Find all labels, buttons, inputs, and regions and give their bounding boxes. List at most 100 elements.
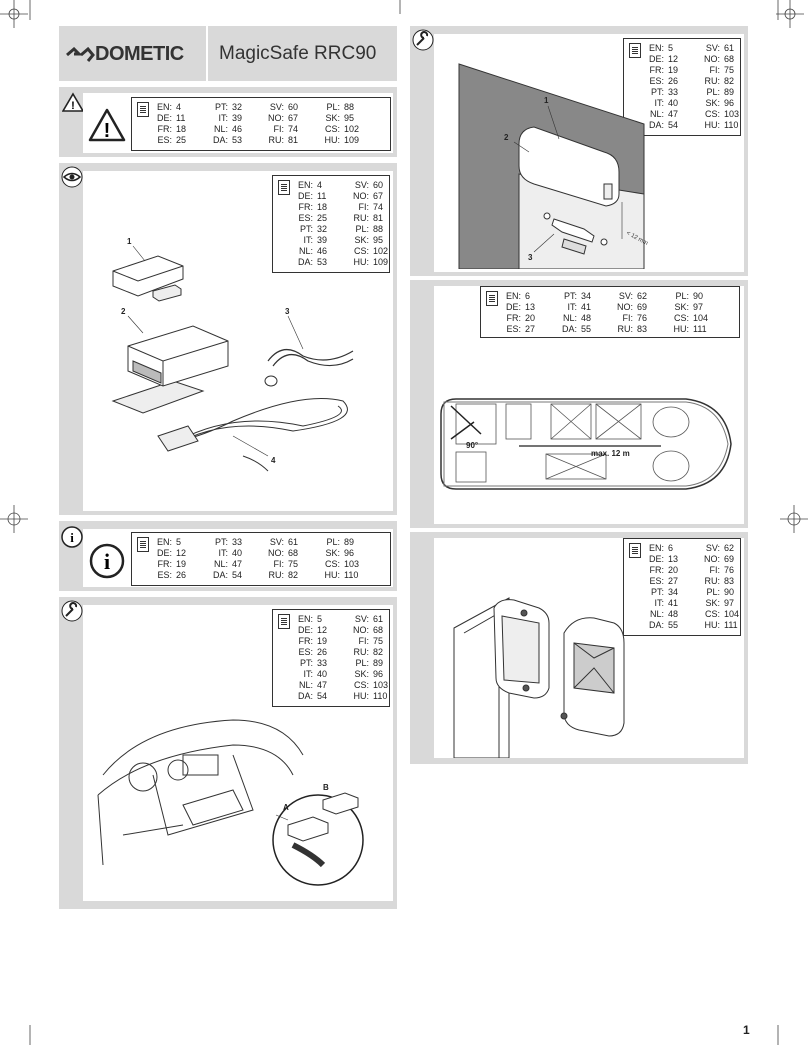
language-code: CS: xyxy=(673,313,689,323)
language-code: SV: xyxy=(354,180,369,190)
language-entry: DA:55 xyxy=(640,620,690,631)
label-1: 1 xyxy=(544,96,549,105)
language-code: EN: xyxy=(156,537,172,547)
language-entry: FR:18 xyxy=(148,124,198,135)
language-entry: DA:54 xyxy=(204,570,254,581)
language-code: DE: xyxy=(156,548,172,558)
language-code: NL: xyxy=(213,124,228,134)
page-reference: 47 xyxy=(668,109,679,119)
language-code: SK: xyxy=(674,302,689,312)
language-entry: SV:60 xyxy=(345,180,395,191)
page-reference: 34 xyxy=(581,291,592,301)
page-reference: 55 xyxy=(581,324,592,334)
page-reference: 39 xyxy=(232,113,243,123)
page-reference: 109 xyxy=(344,135,360,145)
language-code: DA: xyxy=(648,620,664,630)
section-1: ! 1 ! EN:4DE:11FR:18ES:25PT:32IT:39NL:46… xyxy=(59,87,397,157)
document-icon xyxy=(486,291,498,306)
language-code: EN: xyxy=(297,180,313,190)
language-code: NL: xyxy=(298,246,313,256)
language-code: HU: xyxy=(324,570,341,580)
page-reference: 76 xyxy=(637,313,648,323)
page-number: 1 xyxy=(743,1023,750,1037)
language-code: HU: xyxy=(353,691,370,701)
page-reference: 32 xyxy=(317,224,328,234)
language-entry: HU:111 xyxy=(696,620,746,631)
language-code: FR: xyxy=(298,636,314,646)
language-entry: EN:5 xyxy=(289,614,339,625)
language-code: NO: xyxy=(703,554,720,564)
language-entry: FR:19 xyxy=(148,559,198,570)
language-code: DA: xyxy=(212,135,228,145)
page-reference: 19 xyxy=(317,636,328,646)
language-entry: FI:75 xyxy=(345,636,395,647)
document-icon xyxy=(137,102,149,117)
language-code: DA: xyxy=(297,257,313,267)
language-entry: PL:90 xyxy=(665,291,715,302)
language-code: NL: xyxy=(298,680,313,690)
language-code: CS: xyxy=(353,246,369,256)
page-reference: 5 xyxy=(317,614,323,624)
page-reference: 48 xyxy=(581,313,592,323)
language-code: NO: xyxy=(616,302,633,312)
info-icon: i xyxy=(61,526,83,548)
language-code: HU: xyxy=(353,257,370,267)
language-entry: FR:20 xyxy=(640,565,690,576)
language-entry: SV:60 xyxy=(260,102,310,113)
language-entry: ES:25 xyxy=(148,135,198,146)
max-distance-label: max. 12 m xyxy=(591,449,630,458)
page-reference: 61 xyxy=(724,43,735,53)
language-entry: CS:104 xyxy=(696,609,746,620)
language-code: FI: xyxy=(622,313,634,323)
language-entry: PT:32 xyxy=(204,102,254,113)
page-reference: 97 xyxy=(693,302,704,312)
language-entry: FR:20 xyxy=(497,313,547,324)
page-reference: 110 xyxy=(373,691,388,701)
language-entry: NO:67 xyxy=(345,191,395,202)
language-code: PT: xyxy=(650,587,664,597)
language-entry: NO:68 xyxy=(696,54,746,65)
language-entry: FI:76 xyxy=(696,565,746,576)
language-entry: HU:109 xyxy=(316,135,366,146)
page-reference: 67 xyxy=(373,191,384,201)
page-reference: 81 xyxy=(288,135,299,145)
page-reference: 89 xyxy=(344,537,355,547)
language-entry: ES:26 xyxy=(289,647,339,658)
language-entry: CS:102 xyxy=(345,246,395,257)
page-reference: 68 xyxy=(373,625,384,635)
language-code: RU: xyxy=(704,76,721,86)
language-entry: PL:89 xyxy=(345,658,395,669)
language-code: ES: xyxy=(298,647,313,657)
language-code: ES: xyxy=(649,76,664,86)
page-reference: 18 xyxy=(317,202,328,212)
label-4: 4 xyxy=(271,456,276,465)
language-code: PL: xyxy=(355,224,369,234)
page-reference: 74 xyxy=(373,202,384,212)
page-reference: 12 xyxy=(668,54,679,64)
language-code: ES: xyxy=(506,324,521,334)
language-entry: DA:55 xyxy=(553,324,603,335)
angle-label: 90° xyxy=(466,441,478,450)
components-illustration: 1 2 3 4 xyxy=(111,237,354,472)
language-entry: NL:48 xyxy=(553,313,603,324)
page-reference: 61 xyxy=(288,537,299,547)
language-entry: FR:19 xyxy=(289,636,339,647)
language-code: HU: xyxy=(673,324,690,334)
page-reference: 26 xyxy=(668,76,679,86)
language-code: SK: xyxy=(325,548,340,558)
language-entry: SV:61 xyxy=(345,614,395,625)
language-entry: IT:40 xyxy=(289,669,339,680)
language-entry: NO:69 xyxy=(609,302,659,313)
language-entry: IT:39 xyxy=(204,113,254,124)
language-code: RU: xyxy=(268,570,285,580)
language-entry: DE:13 xyxy=(497,302,547,313)
language-code: HU: xyxy=(704,620,721,630)
language-code: SV: xyxy=(354,614,369,624)
eye-icon xyxy=(61,166,83,188)
section-6: 6 EN:6DE:13FR:20ES:27PT:34IT:41NL:48DA:5… xyxy=(410,280,748,528)
language-code: EN: xyxy=(648,543,664,553)
language-code: FI: xyxy=(358,202,370,212)
page-reference: 111 xyxy=(693,324,707,334)
